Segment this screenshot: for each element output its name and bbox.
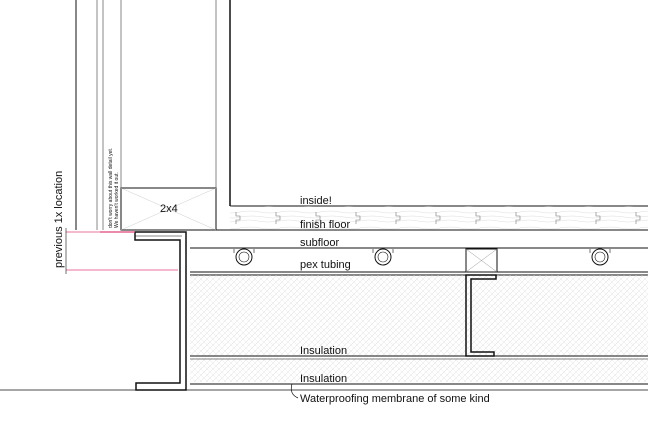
stud-label: 2x4 — [160, 203, 178, 215]
floor-joint — [315, 212, 321, 224]
insulation-upper-label: Insulation — [300, 345, 347, 357]
pex-tube-inner — [377, 251, 389, 263]
stud-2x4 — [120, 187, 217, 231]
pex-clip — [233, 249, 255, 253]
subfloor-label: subfloor — [300, 237, 339, 249]
wall-note-line2: We haven't worked it out. — [114, 172, 120, 228]
pex-tube-inner — [594, 251, 606, 263]
floor-joint — [515, 212, 521, 224]
wall-section — [75, 0, 648, 230]
pex-clip — [589, 249, 611, 253]
wall-note-line1: don't worry about this wall detail yet. — [108, 148, 114, 228]
finish-floor-label: finish floor — [300, 219, 350, 231]
waterproofing-label: Waterproofing membrane of some kind — [300, 393, 490, 405]
insulation-layer — [190, 275, 648, 385]
steel-joist — [465, 248, 498, 357]
steel-channel — [134, 231, 187, 391]
inside-label: inside! — [300, 195, 332, 207]
floor-joint — [395, 212, 401, 224]
pex-clip — [372, 249, 394, 253]
floor-joint — [435, 212, 441, 224]
pex-tube-icon — [591, 248, 609, 266]
floor-joint — [555, 212, 561, 224]
previous-location-marker — [65, 228, 178, 274]
floor-joint — [275, 212, 281, 224]
pex-tube-icon — [235, 248, 253, 266]
pex-layer — [190, 248, 648, 276]
floor-joint — [635, 212, 641, 224]
finish-floor-layer — [216, 206, 648, 231]
pex-tubing-label: pex tubing — [300, 259, 351, 271]
floor-joint — [475, 212, 481, 224]
floor-joint — [235, 212, 241, 224]
insulation-lower-label: Insulation — [300, 373, 347, 385]
previous-location-label: previous 1x location — [53, 171, 65, 268]
pex-tube-icon — [374, 248, 392, 266]
floor-joint — [595, 212, 601, 224]
pex-tube-inner — [238, 251, 250, 263]
waterproofing-leader — [290, 383, 299, 399]
floor-joint — [355, 212, 361, 224]
